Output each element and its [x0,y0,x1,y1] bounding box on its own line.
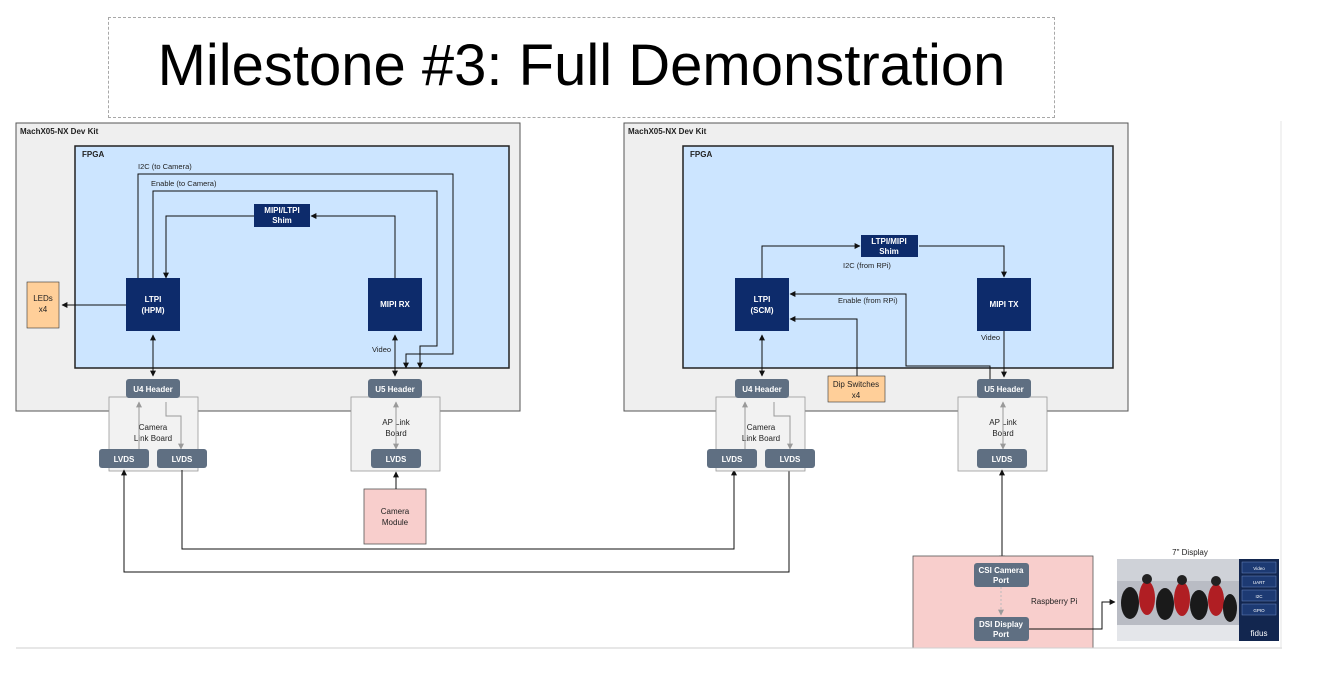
camera-module-line1: Camera [381,507,410,516]
right-shim-to-mipi-wire [919,245,1007,278]
display-menu-i2c-label: I2C [1255,594,1263,599]
left-i2c-label: I2C (to Camera) [138,162,192,171]
display-label: 7" Display [1172,548,1208,557]
left-ltpi-line2: (HPM) [141,306,164,315]
display-menu-gpio [1241,603,1277,616]
left-i2c-wire [137,173,454,369]
right-u5-header-label: U5 Header [984,385,1024,394]
left-shim-to-ltpi-wire [163,215,254,279]
right-i2c-wire [789,291,991,379]
camera-module-line2: Module [382,518,409,527]
left-u4-header [126,379,180,398]
display-menu-uart [1241,575,1277,588]
left-camera-link-board-line2: Link Board [134,434,172,443]
right-shim-block [861,235,918,257]
leds-block [26,281,60,329]
right-shim-line2: Shim [879,247,899,256]
csi-camera-port [974,563,1029,587]
left-enable-wire [152,190,438,369]
left-u4-header-label: U4 Header [133,385,173,394]
right-lvds-2-label: LVDS [780,455,801,464]
right-lvds-1 [707,449,757,468]
left-enable-label: Enable (to Camera) [151,179,217,188]
raspberry-pi-label: Raspberry Pi [1031,597,1077,606]
dip-switches-line1: Dip Switches [833,380,879,389]
left-lvds-3-label: LVDS [386,455,407,464]
right-fpga-label: FPGA [690,150,712,159]
right-lvds-3-label: LVDS [992,455,1013,464]
right-shim-line1: LTPI/MIPI [871,237,906,246]
csi-port-line1: CSI Camera [979,566,1024,575]
right-ltpi-line2: (SCM) [750,306,773,315]
left-video-label: Video [372,345,391,354]
right-ltpi-line1: LTPI [754,295,771,304]
right-lvds-3 [977,449,1027,468]
right-ltpi-to-shim-wire [761,243,861,278]
left-fpga [74,145,510,369]
lvds-cross-wire-2 [121,469,790,573]
left-grey-arrow-2 [165,402,184,450]
right-camera-link-board-line2: Link Board [742,434,780,443]
left-u5-header-label: U5 Header [375,385,415,394]
dsi-port-line2: Port [993,630,1009,639]
left-shim-block [254,204,310,227]
dip-switches-block [827,375,886,403]
right-u4-header [735,379,789,398]
left-shim-line1: MIPI/LTPI [264,206,299,215]
right-mipi-tx-block [977,278,1031,331]
left-lvds-2-label: LVDS [172,455,193,464]
right-u5-header [977,379,1031,398]
left-mipi-rx-label: MIPI RX [380,300,410,309]
left-mipi-to-shim-wire [310,213,396,278]
dsi-port-line1: DSI Display [979,620,1024,629]
lvds-cross-wire-1 [181,469,737,550]
right-camera-link-board-line1: Camera [747,423,776,432]
dip-switches-line2: x4 [852,391,861,400]
left-kit-label: MachX05-NX Dev Kit [20,127,99,136]
left-mipi-rx-block [368,278,422,331]
left-fpga-label: FPGA [82,150,104,159]
right-kit-label: MachX05-NX Dev Kit [628,127,707,136]
slide-title: Milestone #3: Full Demonstration [157,33,1006,98]
right-enable-wire [789,316,858,376]
left-lvds-2 [157,449,207,468]
left-ltpi-block [126,278,180,331]
display-menu-i2c [1241,589,1277,602]
camera-module [363,488,427,545]
leds-line2: x4 [39,305,48,314]
left-camera-link-board-line1: Camera [139,423,168,432]
left-shim-line2: Shim [272,216,292,225]
right-mipi-tx-label: MIPI TX [990,300,1020,309]
leds-line1: LEDs [33,294,53,303]
left-lvds-1 [99,449,149,468]
display-brand-logo: fidus [1251,629,1268,638]
right-ltpi-block [735,278,789,331]
left-lvds-1-label: LVDS [114,455,135,464]
dsi-display-port [974,617,1029,641]
dsi-to-display-wire [1029,599,1116,630]
right-i2c-label: I2C (from RPi) [843,261,891,270]
left-ltpi-line1: LTPI [145,295,162,304]
right-enable-label: Enable (from RPi) [838,296,898,305]
right-grey-arrow-2 [773,402,793,450]
left-lvds-3 [371,449,421,468]
left-u5-header [368,379,422,398]
right-lvds-2 [765,449,815,468]
display-menu-video [1241,561,1277,574]
right-video-label: Video [981,333,1000,342]
slide-title-box: Milestone #3: Full Demonstration [108,17,1055,118]
display-screen: Video UART I2C GPIO fidus [1117,559,1279,641]
display-menu-video-label: Video [1253,566,1265,571]
display-menu-gpio-label: GPIO [1253,608,1265,613]
csi-port-line2: Port [993,576,1009,585]
display-menu-uart-label: UART [1253,580,1265,585]
right-u4-header-label: U4 Header [742,385,782,394]
right-lvds-1-label: LVDS [722,455,743,464]
